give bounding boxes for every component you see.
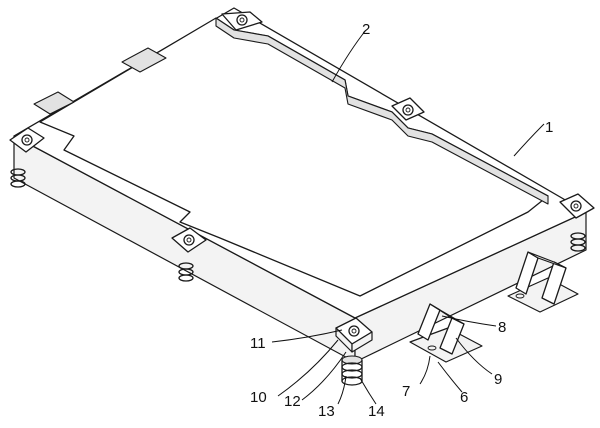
label-10: 10 <box>250 389 267 406</box>
support-bracket-front <box>409 303 483 363</box>
corner-mount-left <box>9 127 45 153</box>
corner-mount-right <box>559 193 595 219</box>
label-1: 1 <box>545 119 553 136</box>
label-6: 6 <box>460 389 468 406</box>
spring-mid-left <box>178 262 194 282</box>
label-13: 13 <box>318 403 335 420</box>
corner-mount-top <box>221 11 263 31</box>
support-bracket-right <box>507 251 579 313</box>
label-8: 8 <box>498 319 506 336</box>
spring-left <box>10 168 26 188</box>
spring-right <box>570 232 586 252</box>
leader-lines <box>271 29 545 405</box>
panel-2 <box>39 17 549 297</box>
edge-bracket-1 <box>33 47 167 115</box>
label-12: 12 <box>284 393 301 410</box>
label-2: 2 <box>362 21 370 38</box>
corner-mount-mid-top <box>391 97 425 121</box>
label-7: 7 <box>402 383 410 400</box>
corner-mount-front <box>335 317 373 353</box>
spring-front <box>341 355 363 386</box>
label-11: 11 <box>250 335 266 352</box>
label-9: 9 <box>494 371 502 388</box>
label-14: 14 <box>368 403 385 420</box>
corner-mount-mid-left <box>171 227 207 253</box>
